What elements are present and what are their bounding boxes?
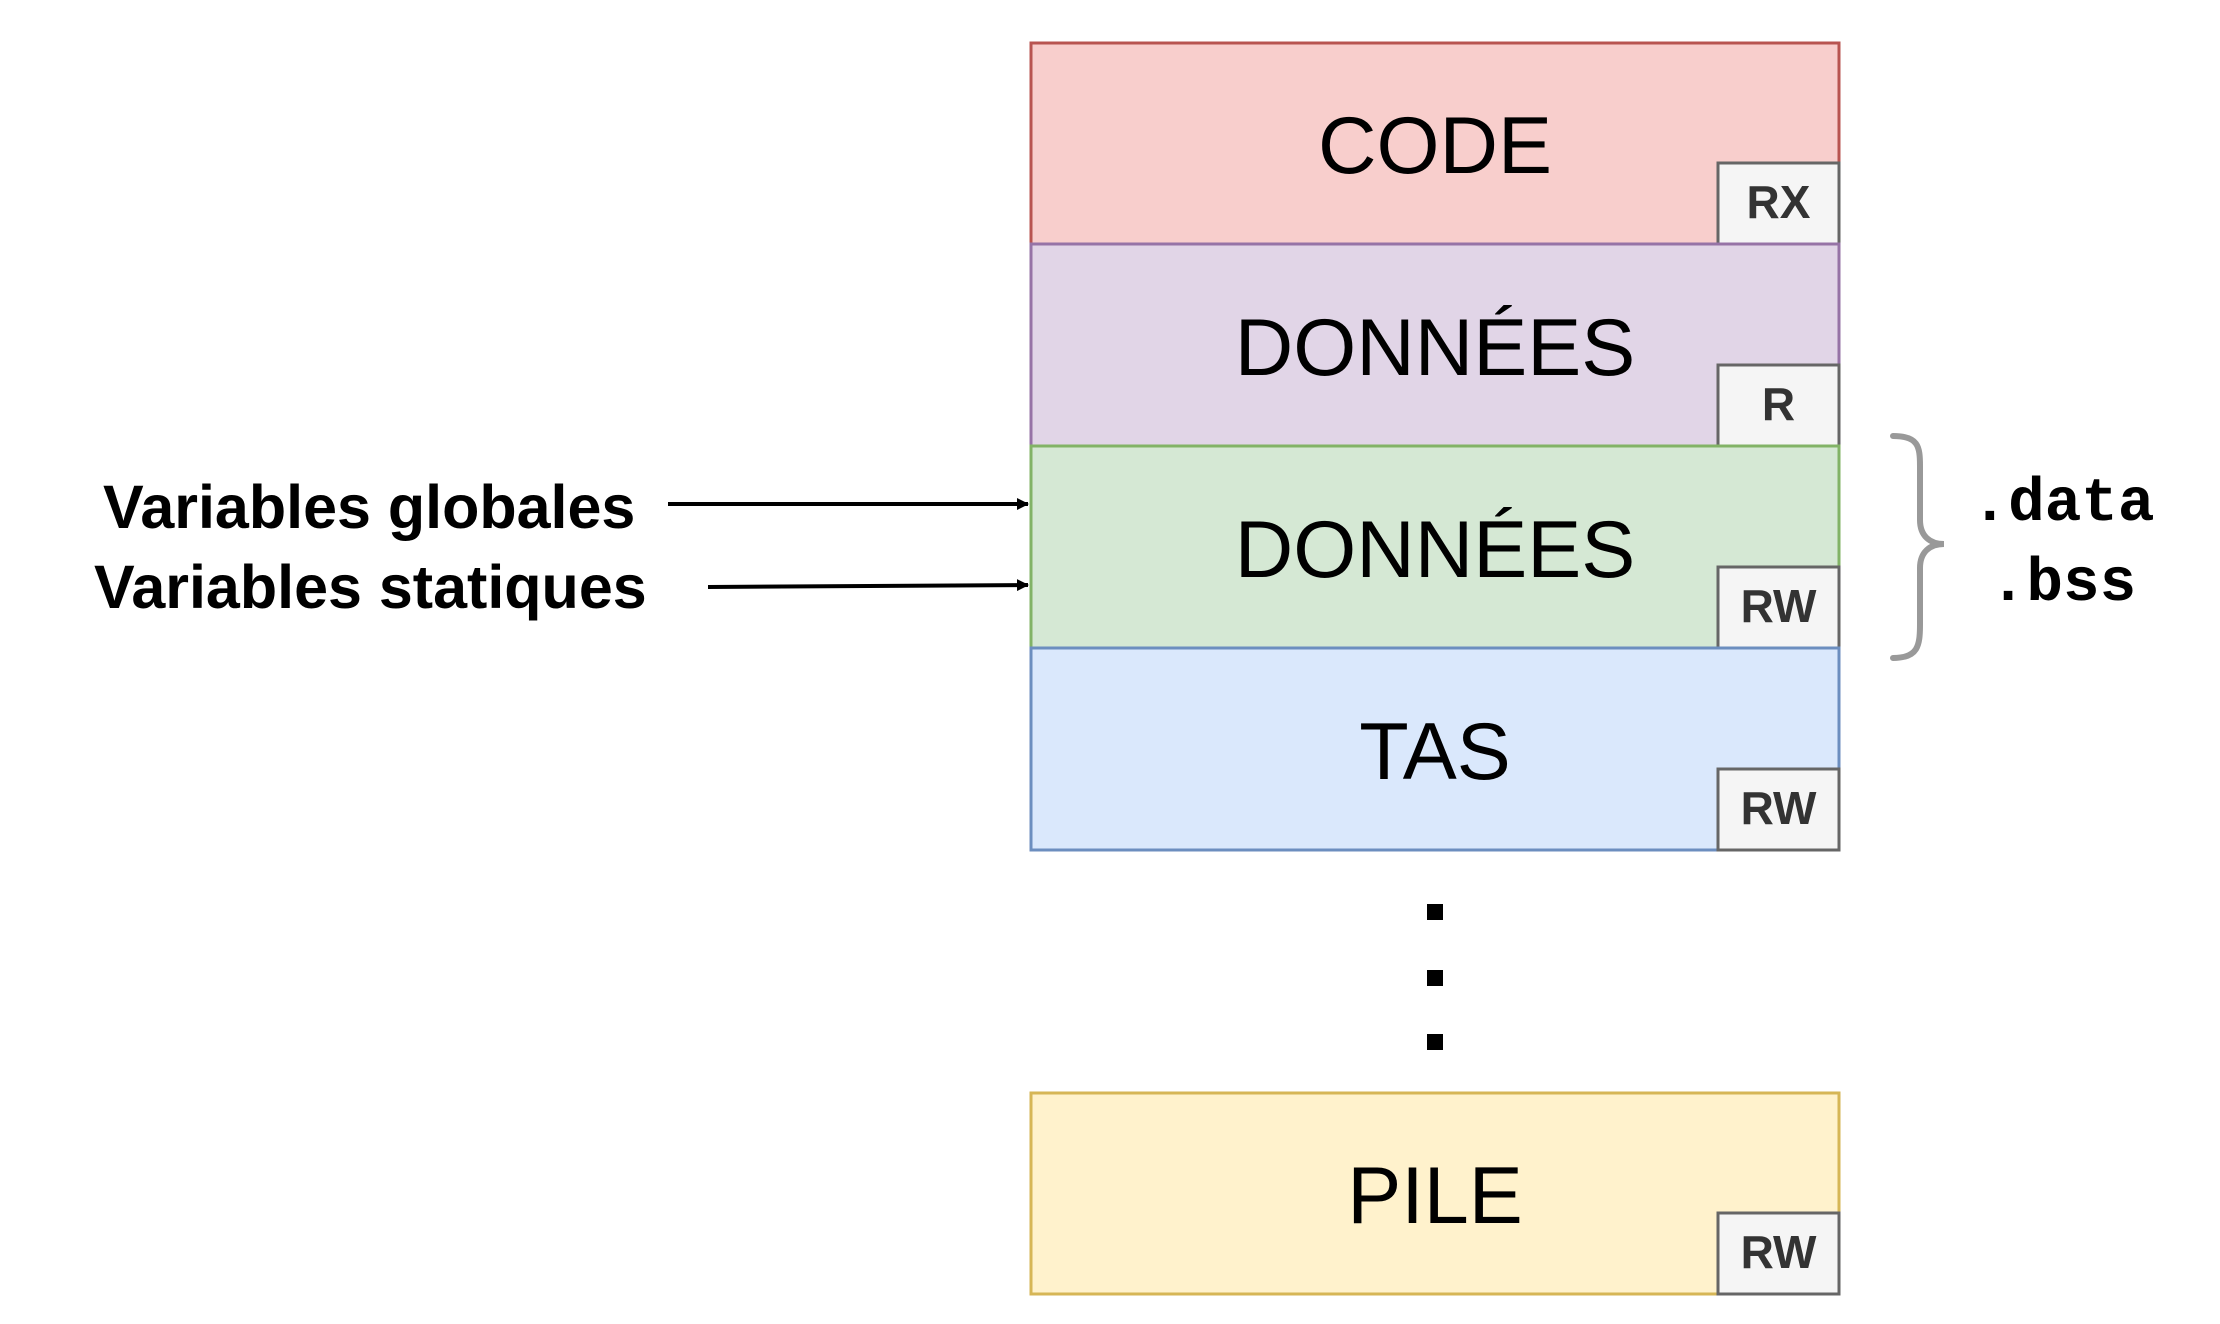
permission-box-data-readonly: [1716, 363, 1841, 448]
label-static-variables: Variables statiques: [94, 553, 647, 621]
segment-data-readonly-box: [1029, 242, 1841, 448]
permission-label-data-readwrite: RW: [1741, 580, 1817, 632]
segment-code-label: CODE: [1318, 101, 1552, 191]
arrow-static-variables: [707, 579, 1029, 592]
segment-code: CODE RX: [1029, 41, 1841, 246]
segment-data-readonly: DONNÉES R: [1029, 242, 1841, 448]
segment-code-box: [1029, 41, 1841, 246]
curly-brace-icon: [1890, 433, 1945, 661]
segment-data-readwrite-box: [1029, 444, 1841, 650]
segment-stack-box: [1029, 1091, 1841, 1296]
segment-stack-label: PILE: [1347, 1151, 1523, 1241]
segment-stack: PILE RW: [1029, 1091, 1841, 1296]
ellipsis-dots: [1427, 904, 1443, 1050]
segment-heap-box: [1029, 646, 1841, 852]
permission-label-data-readonly: R: [1762, 378, 1795, 430]
permission-label-code: RX: [1747, 176, 1811, 228]
permission-label-heap: RW: [1741, 782, 1817, 834]
ellipsis-dot: [1427, 1034, 1443, 1050]
permission-label-stack: RW: [1741, 1226, 1817, 1278]
segment-data-readonly-label: DONNÉES: [1235, 303, 1636, 393]
segment-data-readwrite-label: DONNÉES: [1235, 505, 1636, 595]
permission-box-heap: [1716, 767, 1841, 852]
permission-box-stack: [1716, 1211, 1841, 1296]
permission-box-code: [1716, 161, 1841, 246]
section-label-bss: .bss: [1990, 550, 2136, 619]
ellipsis-dot: [1427, 970, 1443, 986]
permission-box-data-readwrite: [1716, 565, 1841, 650]
segment-heap: TAS RW: [1029, 646, 1841, 852]
segment-heap-label: TAS: [1359, 707, 1511, 797]
label-global-variables: Variables globales: [103, 473, 635, 541]
ellipsis-dot: [1427, 904, 1443, 920]
segment-data-readwrite: DONNÉES RW: [1029, 444, 1841, 650]
section-label-data: .data: [1971, 470, 2154, 539]
